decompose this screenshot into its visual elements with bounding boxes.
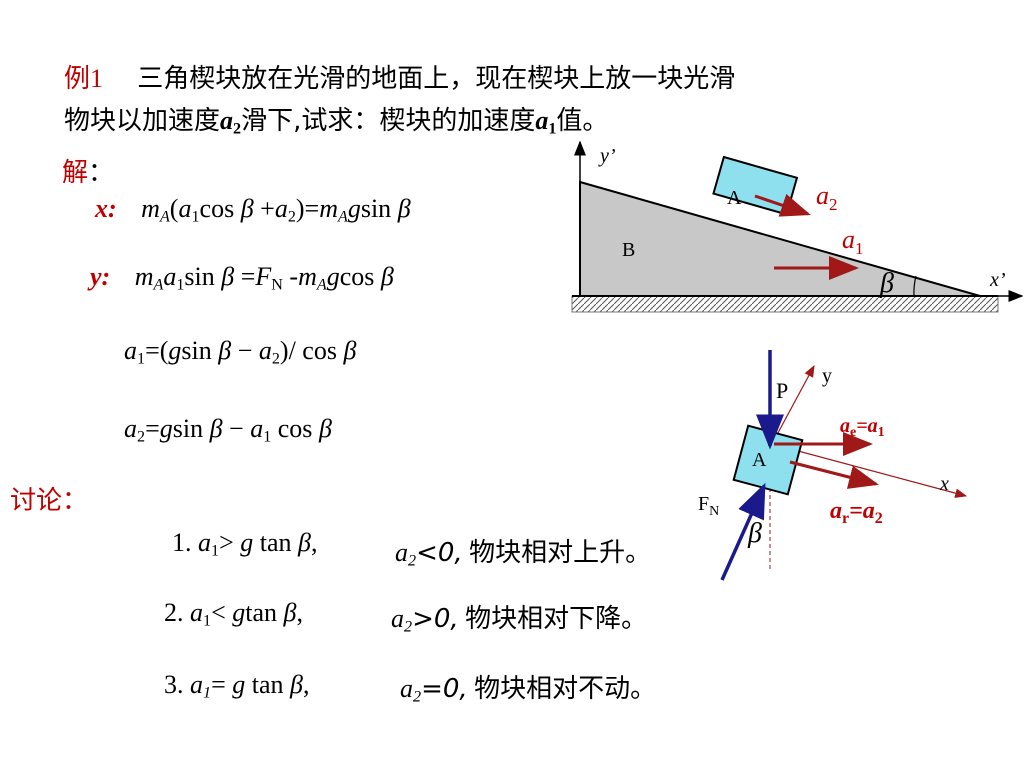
case-3: 3. a1= g tan β,: [164, 670, 309, 703]
case-2: 2. a1< gtan β,: [164, 598, 303, 631]
y-axis-label: y: [822, 365, 832, 387]
var-a1: a: [535, 106, 549, 135]
problem-line-1: 例1 三角楔块放在光滑的地面上，现在楔块上放一块光滑: [64, 58, 735, 95]
solution-colon: ：: [88, 158, 115, 188]
x-axis-label: x: [939, 473, 949, 495]
sub-1: 1: [548, 120, 557, 138]
block-a-label: A: [727, 187, 742, 209]
x-label: x:: [95, 194, 117, 223]
a2-arrow: [754, 193, 811, 217]
var-a2: a: [220, 106, 234, 135]
case-2-cond: a1< gtan β,: [190, 598, 303, 630]
case-2-result: a2>0, 物块相对下降。: [391, 604, 648, 636]
equation-y: y: mAa1sin β =FN -mAgcos β: [90, 262, 394, 295]
p-label: P: [776, 378, 788, 403]
case-1-result: a2<0, 物块相对上升。: [395, 538, 652, 570]
a2-label: a2: [816, 181, 838, 214]
ae-label: ae=a1: [840, 415, 885, 440]
discussion-label: 讨论：: [10, 480, 88, 517]
ar-label: ar=a2: [830, 498, 883, 527]
case-1: 1. a1> g tan β,: [172, 528, 317, 561]
problem-text-2c: 值。: [556, 106, 609, 136]
equation-x: x: mA(a1cos β +a2)=mAgsin β: [95, 194, 411, 227]
equation-a2: a2=gsin β − a1 cos β: [124, 414, 332, 446]
case-3-result: a2=0, 物块相对不动。: [400, 674, 657, 706]
example-label: 例1: [64, 64, 104, 93]
solution-label-text: 解: [62, 158, 89, 188]
x-axis: [771, 443, 968, 498]
y-label: y:: [90, 262, 111, 291]
ar-arrow: [789, 460, 879, 489]
force-diagram: y x A P FN ae=a1 ar=a2 β: [698, 350, 968, 581]
fn-arrow: [720, 482, 766, 581]
sub-2: 2: [233, 120, 242, 138]
y-prime-label: y’: [598, 145, 616, 167]
beta-label-2: β: [747, 518, 762, 549]
discussion-label-text: 讨论：: [10, 486, 89, 516]
ground: [571, 295, 999, 313]
case-2-text: 物块相对下降。: [465, 604, 648, 634]
solution-label: 解：: [62, 152, 114, 189]
case-3-cond: a1= g tan β,: [190, 670, 310, 702]
problem-line-2: 物块以加速度a2滑下,试求：楔块的加速度a1值。: [64, 100, 608, 139]
case-1-num: 1.: [172, 528, 192, 557]
x-equation: mA(a1cos β +a2)=mAgsin β: [141, 194, 411, 226]
fn-label: FN: [698, 493, 719, 519]
equation-a1: a1=(gsin β − a2)/ cos β: [124, 336, 357, 368]
wedge-diagram: y’ x’ A B a2 a1 β: [571, 140, 1024, 313]
wedge-b-label: B: [622, 239, 635, 261]
case-1-cond: a1> g tan β,: [198, 528, 318, 560]
case-2-num: 2.: [164, 598, 184, 627]
case-1-text: 物块相对上升。: [469, 538, 652, 568]
problem-text-1: 三角楔块放在光滑的地面上，现在楔块上放一块光滑: [137, 64, 736, 94]
case-3-text: 物块相对不动。: [474, 674, 657, 704]
block-a-fbd-label: A: [752, 449, 767, 471]
case-3-num: 3.: [164, 670, 184, 699]
problem-text-2a: 物块以加速度: [64, 106, 221, 136]
beta-label-1: β: [879, 268, 894, 299]
angle-arc: [913, 275, 917, 297]
fbd-block-a: [732, 424, 804, 496]
y-equation: mAa1sin β =FN -mAgcos β: [134, 262, 394, 294]
x-prime-label: x’: [989, 269, 1006, 291]
wedge-b: [579, 180, 981, 297]
a1-label: a1: [842, 225, 864, 258]
problem-text-2b: 滑下,试求：楔块的加速度: [241, 106, 536, 136]
